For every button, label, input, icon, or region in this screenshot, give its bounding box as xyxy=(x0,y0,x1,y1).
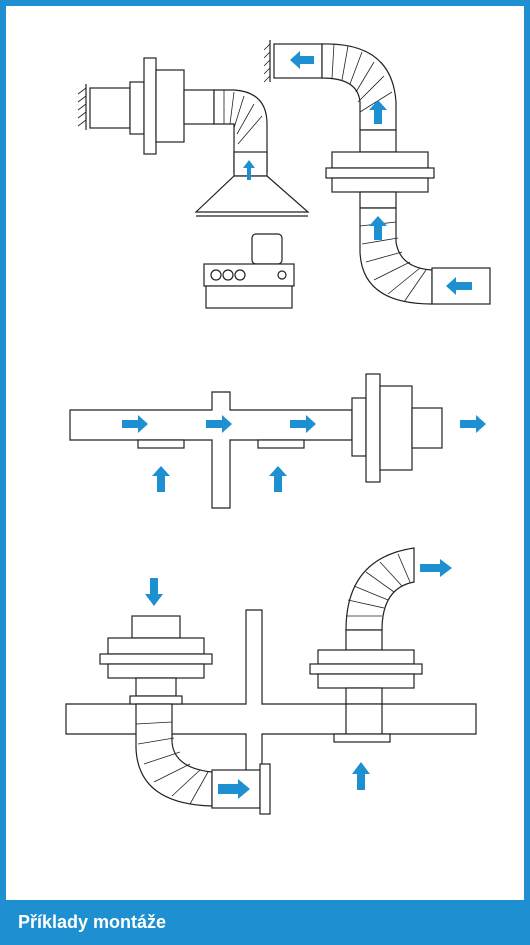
flow-arrow-icon xyxy=(145,578,163,606)
flow-arrow-icon xyxy=(352,762,370,790)
flow-arrow-icon xyxy=(446,277,472,295)
caption-text: Příklady montáže xyxy=(18,912,167,932)
flow-arrow-icon xyxy=(269,466,287,492)
flow-arrow-icon xyxy=(290,51,314,69)
wall-hatch-icon xyxy=(77,84,87,130)
flow-arrow-icon xyxy=(218,779,250,799)
flow-arrow-icon xyxy=(460,415,486,433)
example-kitchen-hood xyxy=(77,57,310,309)
kitchen-hood xyxy=(194,175,310,213)
duct-fan-icon xyxy=(309,663,423,675)
flow-arrow-icon xyxy=(369,216,387,240)
flow-arrow-icon xyxy=(290,415,316,433)
stove xyxy=(203,233,295,309)
example-cross-wall xyxy=(65,547,477,815)
example-horizontal-duct xyxy=(69,373,486,509)
flow-arrow-icon xyxy=(243,160,255,180)
flow-arrow-icon xyxy=(369,100,387,124)
duct-fan-icon xyxy=(365,373,381,483)
flow-arrow-icon xyxy=(206,415,232,433)
caption-bar: Příklady montáže xyxy=(0,900,530,945)
mounting-examples-diagram xyxy=(65,40,491,815)
flow-arrow-icon xyxy=(152,466,170,492)
duct-fan-icon xyxy=(143,57,157,155)
flow-arrow-icon xyxy=(420,559,452,577)
example-vertical-fan xyxy=(263,40,491,305)
flow-arrow-icon xyxy=(122,415,148,433)
duct-fan-icon xyxy=(99,653,213,665)
